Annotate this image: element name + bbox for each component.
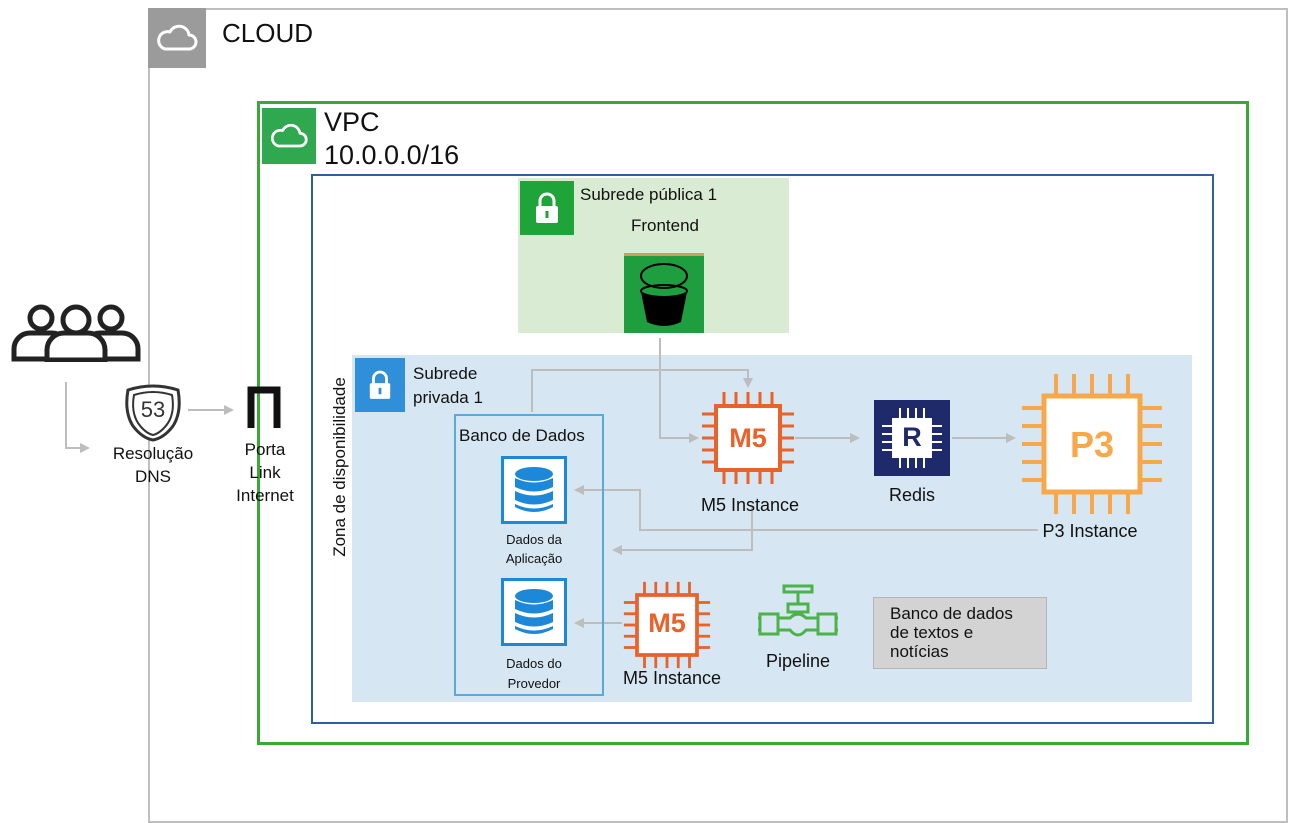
dns-label-line2: DNS	[135, 467, 171, 486]
route53-shield-icon	[125, 384, 181, 442]
vpc-cidr: 10.0.0.0/16	[324, 140, 460, 170]
app-data-label-line2: Aplicação	[505, 551, 563, 566]
p3-chip-text: P3	[1069, 424, 1115, 465]
lock-icon	[536, 192, 558, 223]
redis-label: Redis	[888, 485, 936, 505]
cloud-icon	[271, 123, 308, 148]
database-group-title: Banco de Dados	[459, 426, 585, 445]
redis-chip-text: R	[902, 422, 922, 452]
m5-top-chip-text: M5	[729, 423, 767, 453]
news-db-line1: Banco de dados	[890, 604, 1013, 623]
bucket-icon	[640, 263, 688, 326]
cloud-icon	[157, 24, 198, 51]
public-subnet-lock-badge	[520, 181, 574, 235]
database-icon	[515, 589, 553, 634]
p3-instance: P3	[1018, 370, 1166, 518]
gateway-label-line1: Porta	[244, 440, 286, 459]
pipeline-label: Pipeline	[765, 651, 831, 671]
gateway-label-line2: Link	[249, 463, 281, 482]
vpc-badge	[262, 108, 316, 164]
news-db-line3: notícias	[890, 642, 949, 661]
m5-bottom-chip-text: M5	[648, 608, 686, 638]
users-group-icon	[11, 304, 141, 362]
arrow-p3-to-app-data	[574, 485, 1038, 531]
database-group	[454, 414, 604, 696]
dns-shield: 53	[120, 382, 186, 442]
internet-gateway	[247, 386, 281, 428]
frontend-bucket-tile	[624, 253, 704, 333]
chip-icon	[702, 392, 794, 484]
cloud-badge	[148, 8, 206, 68]
news-database-box: Banco de dados de textos e notícias	[873, 597, 1047, 669]
cloud-label: CLOUD	[222, 18, 314, 48]
private-subnet-label-line2: privada 1	[413, 388, 483, 407]
m5-instance-top: M5	[700, 390, 796, 486]
lock-icon	[369, 370, 391, 399]
redis-chip-icon	[882, 408, 942, 468]
users-group	[10, 302, 142, 362]
arrow-db-to-m5	[531, 369, 753, 412]
dns-label-line1: Resolução	[112, 444, 194, 463]
gateway-icon	[247, 386, 281, 428]
app-data-label-line1: Dados da	[506, 532, 562, 547]
arrow-users-to-dns	[65, 382, 90, 453]
arrow-m5-to-db	[612, 507, 753, 555]
database-icon	[515, 467, 553, 512]
news-db-line2: de textos e	[890, 623, 974, 642]
m5-top-label: M5 Instance	[700, 495, 800, 515]
private-subnet-lock-badge	[355, 358, 405, 412]
availability-zone-boundary	[311, 174, 1214, 724]
public-subnet-title: Subrede pública 1	[580, 185, 718, 204]
pipeline-icon	[758, 584, 838, 637]
chip-icon	[623, 581, 711, 669]
provider-data-label-line2: Provedor	[507, 676, 561, 691]
pipeline-node	[756, 584, 840, 646]
m5-instance-bottom: M5	[622, 580, 712, 670]
public-subnet-role: Frontend	[630, 216, 700, 235]
p3-label: P3 Instance	[1042, 521, 1138, 541]
m5-bottom-label: M5 Instance	[622, 668, 722, 688]
provider-data-label-line1: Dados do	[506, 656, 562, 671]
chip-icon	[1022, 374, 1162, 514]
private-subnet-label-line1: Subrede	[413, 364, 478, 383]
arrow-frontend-to-m5	[659, 338, 699, 443]
vpc-boundary	[257, 101, 1249, 745]
dns-badge-number: 53	[140, 397, 166, 422]
redis-node: R	[874, 400, 950, 476]
provider-data-tile	[501, 578, 567, 646]
gateway-label-line3: Internet	[236, 486, 294, 505]
vpc-label: VPC	[324, 107, 380, 137]
app-data-tile	[501, 456, 567, 524]
